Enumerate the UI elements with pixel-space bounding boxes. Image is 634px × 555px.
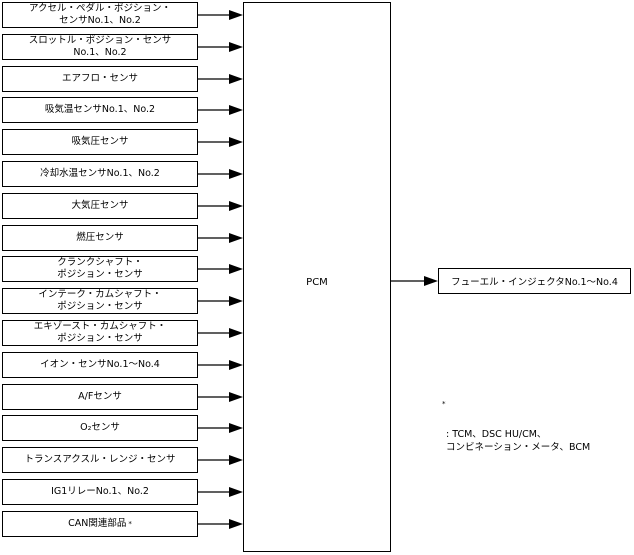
input-arrow — [198, 169, 243, 179]
sensor-box: IG1リレーNo.1、No.2 — [2, 479, 198, 505]
sensor-label: エアフロ・センサ — [61, 73, 138, 84]
sensor-label: 大気圧センサ — [71, 200, 129, 211]
footnote-text: : TCM、DSC HU/CM、 コンビネーション・メータ、BCM — [446, 429, 591, 453]
pcm-label: PCM — [306, 277, 328, 288]
output-arrow — [391, 276, 438, 286]
sensor-box: エアフロ・センサ — [2, 66, 198, 92]
input-arrow — [198, 233, 243, 243]
input-arrow — [198, 137, 243, 147]
sensor-label: IG1リレーNo.1、No.2 — [51, 486, 149, 497]
fuel-injector-box: フューエル・インジェクタNo.1〜No.4 — [438, 268, 631, 294]
sensor-box: スロットル・ポジション・センサ No.1、No.2 — [2, 34, 198, 60]
input-arrow — [198, 201, 243, 211]
sensor-label: 冷却水温センサNo.1、No.2 — [40, 168, 160, 179]
sensor-box: エキゾースト・カムシャフト・ ポジション・センサ — [2, 320, 198, 346]
input-arrow — [198, 519, 243, 529]
input-arrow — [198, 423, 243, 433]
sensor-label: イオン・センサNo.1〜No.4 — [40, 359, 160, 370]
sensor-box: アクセル・ペダル・ポジション・ センサNo.1、No.2 — [2, 2, 198, 28]
input-arrow — [198, 42, 243, 52]
sensor-box: インテーク・カムシャフト・ ポジション・センサ — [2, 288, 198, 314]
input-arrow — [198, 360, 243, 370]
input-arrow — [198, 296, 243, 306]
sensor-label: トランスアクスル・レンジ・センサ — [24, 454, 176, 465]
footnote: * : TCM、DSC HU/CM、 コンビネーション・メータ、BCM — [442, 400, 591, 454]
input-arrow — [198, 392, 243, 402]
input-arrow — [198, 487, 243, 497]
sensor-box: A/Fセンサ — [2, 384, 198, 410]
sensor-box: 大気圧センサ — [2, 193, 198, 219]
sensor-box: クランクシャフト・ ポジション・センサ — [2, 256, 198, 282]
sensor-label: A/Fセンサ — [78, 391, 122, 402]
sensor-label: スロットル・ポジション・センサ No.1、No.2 — [28, 35, 172, 58]
sensor-label: エキゾースト・カムシャフト・ ポジション・センサ — [33, 321, 167, 344]
sensor-box: CAN関連部品* — [2, 511, 198, 537]
sensor-label: CAN関連部品 — [68, 518, 127, 529]
fuel-injector-label: フューエル・インジェクタNo.1〜No.4 — [451, 277, 618, 288]
sensor-label: 吸気圧センサ — [71, 136, 129, 147]
footnote-mark: * — [442, 400, 446, 408]
sensor-label: アクセル・ペダル・ポジション・ センサNo.1、No.2 — [28, 3, 172, 26]
sensor-label: O₂センサ — [80, 422, 120, 433]
pcm-box: PCM — [243, 2, 391, 552]
input-arrow — [198, 328, 243, 338]
input-arrow — [198, 10, 243, 20]
sensor-label: インテーク・カムシャフト・ ポジション・センサ — [38, 289, 162, 312]
sensor-box: 冷却水温センサNo.1、No.2 — [2, 161, 198, 187]
sensor-box: 吸気温センサNo.1、No.2 — [2, 97, 198, 123]
sensor-box: O₂センサ — [2, 415, 198, 441]
input-arrow — [198, 105, 243, 115]
sensor-label: クランクシャフト・ ポジション・センサ — [57, 257, 143, 280]
sensor-box: 吸気圧センサ — [2, 129, 198, 155]
asterisk-mark: * — [128, 520, 132, 528]
input-arrow — [198, 264, 243, 274]
sensor-label: 燃圧センサ — [76, 232, 124, 243]
sensor-box: イオン・センサNo.1〜No.4 — [2, 352, 198, 378]
sensor-box: 燃圧センサ — [2, 225, 198, 251]
sensor-box: トランスアクスル・レンジ・センサ — [2, 447, 198, 473]
input-arrow — [198, 74, 243, 84]
input-arrow — [198, 455, 243, 465]
sensor-label: 吸気温センサNo.1、No.2 — [44, 104, 156, 115]
